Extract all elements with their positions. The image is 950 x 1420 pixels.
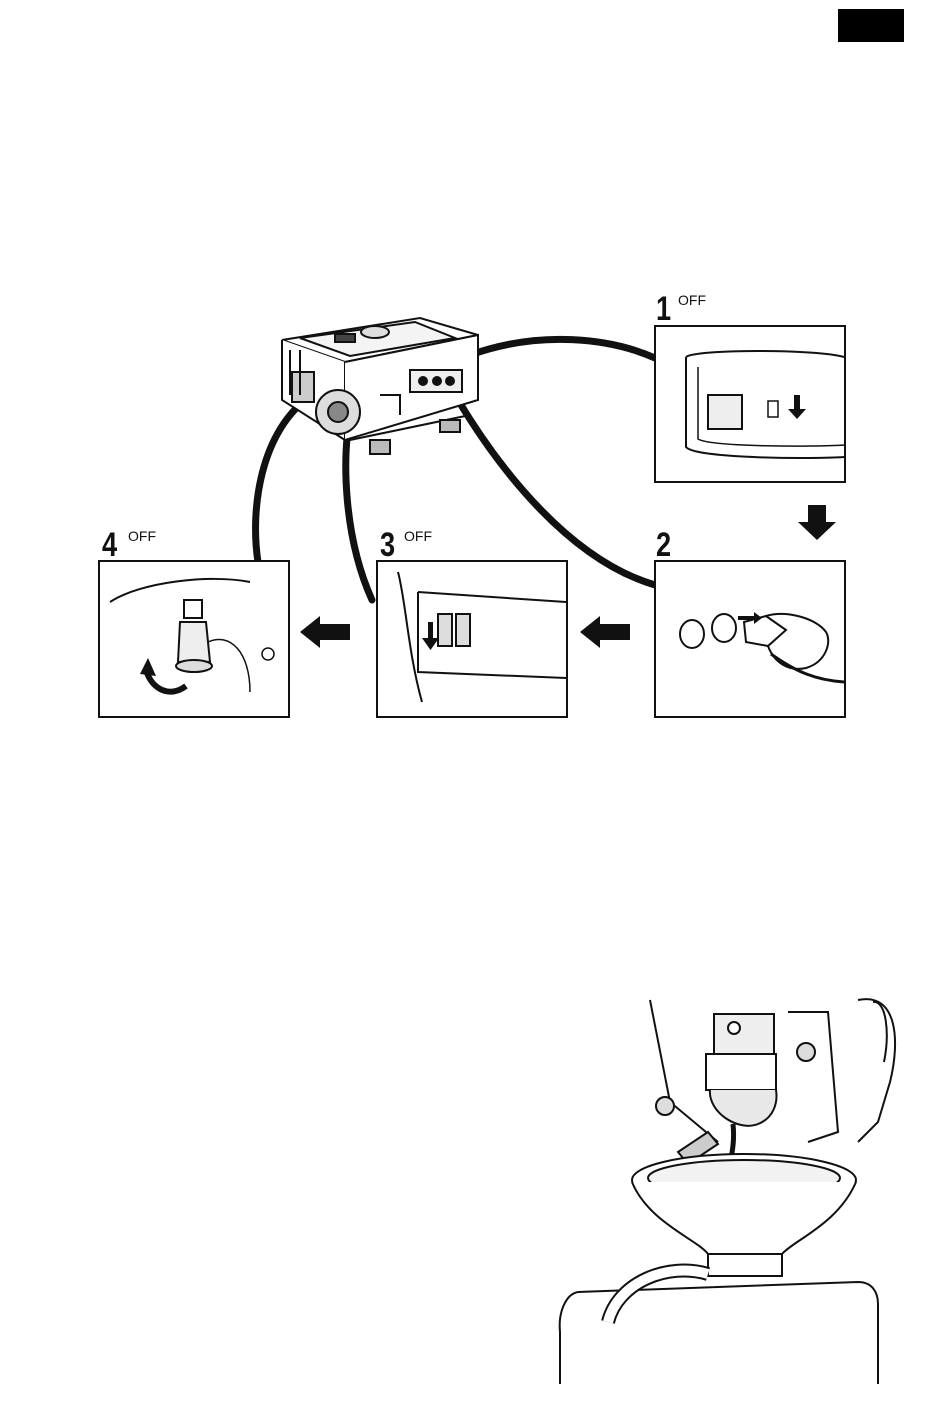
drain-icon xyxy=(538,992,910,1384)
step-state: OFF xyxy=(128,528,156,544)
generator-icon xyxy=(282,318,478,454)
step-4-panel xyxy=(98,560,290,718)
fuel-drain-illustration xyxy=(538,992,910,1384)
step-1-panel xyxy=(654,325,846,483)
arrow-left-icon xyxy=(300,616,350,648)
connector-step2 xyxy=(458,400,655,585)
connector-step1 xyxy=(470,339,655,358)
breaker-switch-off-illustration xyxy=(378,562,566,716)
step-state: OFF xyxy=(678,292,706,308)
step-state: OFF xyxy=(404,528,432,544)
arrow-left-icon xyxy=(580,616,630,648)
unplug-load-illustration xyxy=(656,562,844,716)
step-3-panel xyxy=(376,560,568,718)
step-2-panel xyxy=(654,560,846,718)
fuel-valve-off-illustration xyxy=(100,562,288,716)
arrow-down-icon xyxy=(798,505,836,540)
connector-step4 xyxy=(256,395,312,562)
step-number: 1 xyxy=(656,290,670,329)
step-1-label: 1 OFF xyxy=(656,290,674,329)
engine-switch-off-illustration xyxy=(656,327,844,481)
